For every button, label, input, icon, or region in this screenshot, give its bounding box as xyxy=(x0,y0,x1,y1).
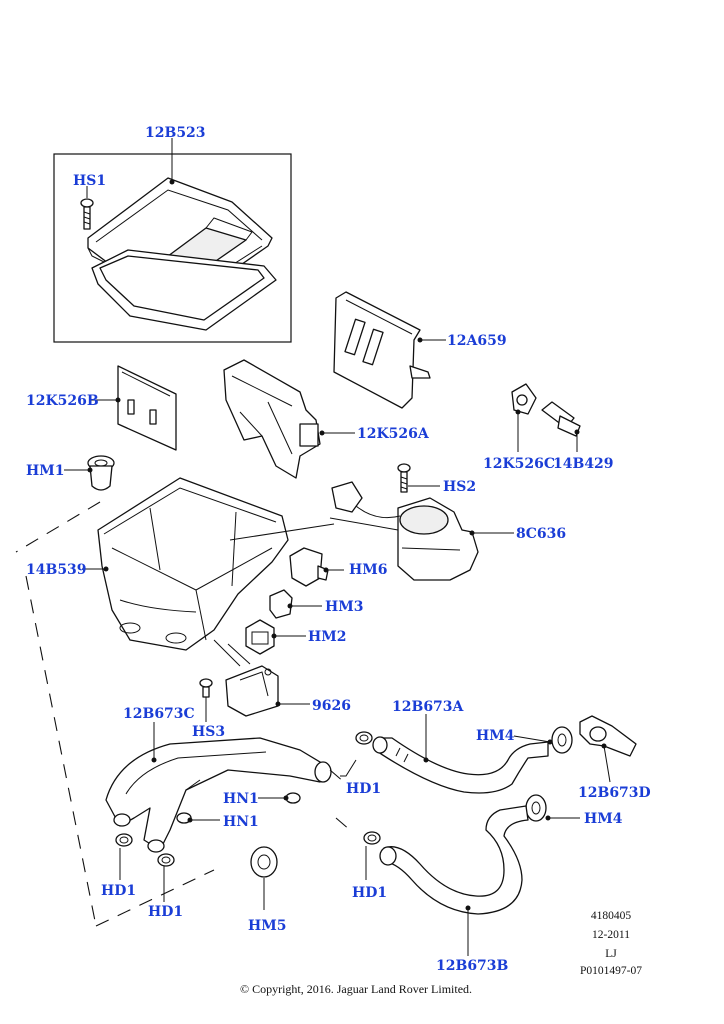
part-HM4-grommet-b xyxy=(525,794,547,822)
callout-HD1-a: HD1 xyxy=(346,781,381,797)
gasket-inner xyxy=(99,255,265,321)
meta-line-1: 4180405 xyxy=(591,910,632,922)
callout-HM4-a: HM4 xyxy=(476,728,515,744)
part-HM6-switch xyxy=(289,547,329,587)
dot-12A659 xyxy=(417,337,423,343)
callout-12K526A: 12K526A xyxy=(357,426,430,442)
part-8C636-blower xyxy=(329,481,479,581)
part-HM5-grommet xyxy=(250,846,278,878)
callout-12K526C: 12K526C xyxy=(483,456,555,472)
part-12B673B-hose xyxy=(379,805,529,915)
dot-14B539 xyxy=(103,566,109,572)
callout-HD1-b: HD1 xyxy=(352,885,387,901)
callout-HM5: HM5 xyxy=(248,918,286,934)
callout-HM6: HM6 xyxy=(349,562,387,578)
leader-HD1-a xyxy=(340,759,357,777)
part-14B429-sensor xyxy=(541,401,581,437)
dot-HM1 xyxy=(87,467,93,473)
part-12K526C-connector xyxy=(511,383,537,415)
part-12A659-bracket xyxy=(333,291,431,409)
dot-HN1-b xyxy=(187,817,193,823)
dash-line-4 xyxy=(329,769,351,831)
callout-HD1-c: HD1 xyxy=(101,883,136,899)
link-9626-box xyxy=(213,639,251,667)
copyright-text: © Copyright, 2016. Jaguar Land Rover Lim… xyxy=(240,982,472,996)
dot-12K526B xyxy=(115,397,121,403)
part-12B673D-elbow xyxy=(579,715,637,757)
part-12B673A-hose xyxy=(372,736,549,794)
callout-12B673A: 12B673A xyxy=(392,699,465,715)
callout-8C636: 8C636 xyxy=(516,526,566,542)
dot-9626 xyxy=(275,701,281,707)
dash-line-3 xyxy=(95,869,215,927)
part-12B673C-duct xyxy=(105,737,332,853)
callout-HN1-b: HN1 xyxy=(223,814,259,830)
callout-HS1: HS1 xyxy=(73,173,106,189)
callout-HN1-a: HN1 xyxy=(223,791,259,807)
dot-HM3 xyxy=(287,603,293,609)
part-HD1-clip-a xyxy=(355,731,373,745)
meta-line-3: LJ xyxy=(605,948,617,960)
dot-12K526A xyxy=(319,430,325,436)
part-HS3-screw xyxy=(199,678,213,698)
part-HM1-grommet xyxy=(87,455,115,491)
dot-12B523 xyxy=(169,179,175,185)
part-HD1-clip-d xyxy=(157,853,175,867)
meta-line-4: P0101497-07 xyxy=(580,965,642,977)
part-HM2-pad xyxy=(245,619,275,655)
dot-HM6 xyxy=(323,567,329,573)
dot-HM2 xyxy=(271,633,277,639)
part-12K526A-housing xyxy=(223,359,321,479)
part-HS2-screw xyxy=(397,463,411,493)
callout-HS3: HS3 xyxy=(192,724,225,740)
part-HM3-clip xyxy=(269,589,293,619)
dot-HM4-a xyxy=(547,739,553,745)
callout-14B429: 14B429 xyxy=(553,456,614,472)
callout-HS2: HS2 xyxy=(443,479,476,495)
callout-12A659: 12A659 xyxy=(447,333,507,349)
callout-HM4-b: HM4 xyxy=(584,811,623,827)
dot-14B429 xyxy=(574,429,580,435)
callout-HM3: HM3 xyxy=(325,599,363,615)
dot-HM4-b xyxy=(545,815,551,821)
dot-HN1-a xyxy=(283,795,289,801)
part-9626-bracket xyxy=(225,665,279,717)
part-12K526B-plate xyxy=(117,365,177,451)
callout-HM1: HM1 xyxy=(26,463,64,479)
leader-HM4-a xyxy=(513,735,551,743)
part-HS1-screw xyxy=(80,198,94,230)
callout-14B539: 14B539 xyxy=(26,562,87,578)
part-14B539-box xyxy=(97,477,335,651)
dash-line-1 xyxy=(15,501,101,553)
callout-12B523: 12B523 xyxy=(145,125,206,141)
callout-9626: 9626 xyxy=(312,698,351,714)
dot-12K526C xyxy=(515,409,521,415)
callout-12B673D: 12B673D xyxy=(578,785,651,801)
callout-HD1-d: HD1 xyxy=(148,904,183,920)
dot-12B673C xyxy=(151,757,157,763)
dot-12B673B xyxy=(465,905,471,911)
part-HD1-clip-c xyxy=(115,833,133,847)
dot-8C636 xyxy=(469,530,475,536)
leader-12B673D xyxy=(603,745,611,783)
callout-12B673B: 12B673B xyxy=(436,958,509,974)
part-HM4-grommet-a xyxy=(551,726,573,754)
dash-line-2 xyxy=(25,575,97,927)
callout-HM2: HM2 xyxy=(308,629,346,645)
part-HD1-clip-b xyxy=(363,831,381,845)
callout-12K526B: 12K526B xyxy=(26,393,99,409)
meta-line-2: 12-2011 xyxy=(592,929,630,941)
dot-12B673A xyxy=(423,757,429,763)
callout-12B673C: 12B673C xyxy=(123,706,195,722)
dot-12B673D xyxy=(601,743,607,749)
